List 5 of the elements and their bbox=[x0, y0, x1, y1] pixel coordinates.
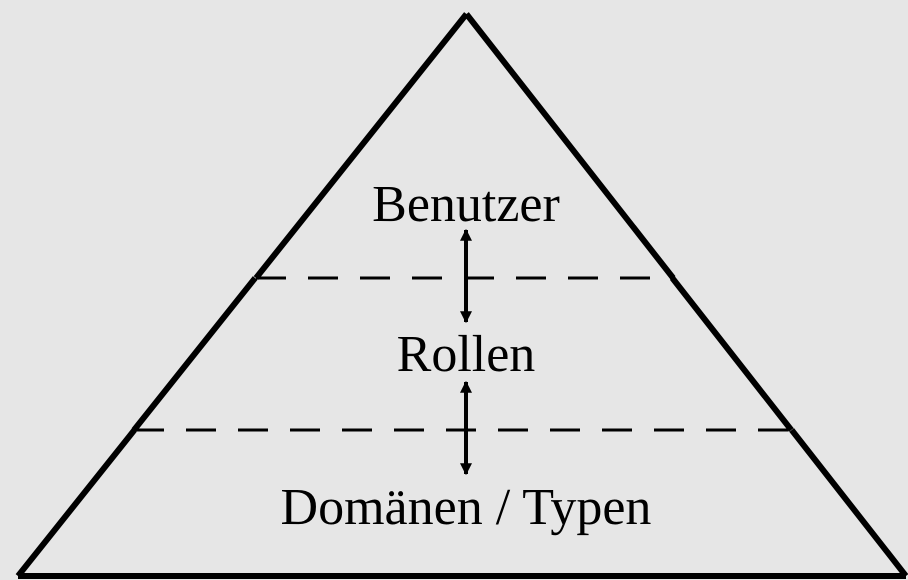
section-label: Domänen / Typen bbox=[280, 478, 652, 538]
section-label: Rollen bbox=[396, 325, 536, 385]
double-arrow bbox=[460, 228, 472, 324]
double-arrow bbox=[460, 380, 472, 476]
section-label: Benutzer bbox=[372, 175, 560, 235]
